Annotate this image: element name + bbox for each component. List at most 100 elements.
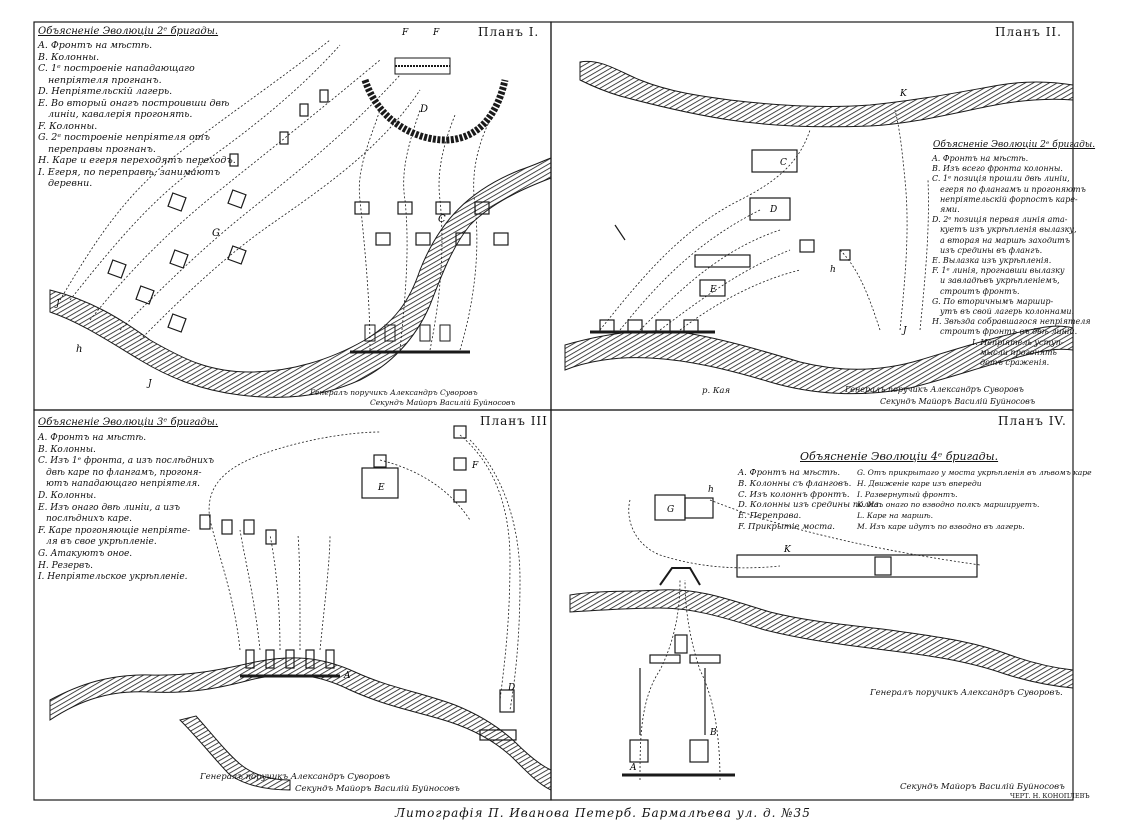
svg-text:K: K	[783, 545, 792, 555]
plan-2-river-bottom	[564, 325, 1074, 395]
legend-item: деревни.	[48, 178, 93, 189]
legend-item: F. Колонны.	[38, 120, 98, 132]
legend-item: A. Фронтъ на мѣстѣ.	[738, 468, 841, 478]
plan-2-letters: CD EK hJ	[709, 89, 908, 336]
legend-item: строитъ фронтъ въ двѣ линіи.	[940, 327, 1078, 337]
lithograph-imprint: Литографія П. Иванова Петерб. Бармалѣева…	[395, 806, 811, 820]
svg-text:G: G	[212, 228, 220, 239]
legend-item: строитъ фронтъ.	[940, 286, 1020, 296]
legend-item: мысли прогонять	[980, 347, 1057, 357]
legend-item: D. 2ᵉ позиція первая линія ата-	[932, 215, 1068, 225]
legend-item: H. Движеніе каре изъ впереди	[857, 478, 982, 488]
svg-text:D: D	[769, 205, 777, 215]
legend-item: G. По вторичнымъ маршир-	[932, 296, 1054, 306]
plan-1-title: Планъ I.	[478, 25, 540, 39]
svg-text:F: F	[401, 28, 409, 38]
legend-item: A. Фронтъ на мѣстѣ.	[38, 40, 153, 51]
legend-item: G. 2ᵉ построеніе непріятеля отъ	[38, 132, 211, 143]
plan-3-legend: A. Фронтъ на мѣстѣ. B. Колонны. C. Изъ 1…	[38, 433, 214, 584]
legend-item: K. Изъ онаго по взводно полкъ маршируетъ…	[857, 500, 1040, 510]
legend-item: B. Колонны.	[38, 444, 96, 455]
legend-item: I. Непріятель уступ-	[972, 337, 1064, 347]
plan-1-front-line: C G h J J	[54, 214, 470, 389]
plan-4-legend-title: Объясненіе Эволюціи 4ᵉ бригады.	[800, 450, 999, 463]
legend-item: F. 1ᵉ линія, прогнавши вылазку	[932, 266, 1065, 276]
plan-4-river	[569, 589, 1074, 689]
legend-item: I. Непріятельское укрѣпленіе.	[38, 572, 188, 583]
svg-text:A: A	[629, 763, 637, 773]
legend-item: M. Изъ каре идутъ по взводно въ лагерь.	[857, 521, 1025, 531]
plan-1-river	[49, 157, 552, 398]
legend-item: G. Отъ прикрытаго у моста укрѣпленія въ …	[857, 468, 1092, 477]
legend-item: H. Звѣзда собравшагося непріятеля	[932, 317, 1091, 327]
plan-4-legend-left: A. Фронтъ на мѣстѣ. B. Колонны съ фланго…	[738, 468, 882, 533]
svg-text:E: E	[377, 483, 385, 493]
plan-1-legend: A. Фронтъ на мѣстѣ. B. Колонны. C. 1ᵉ по…	[38, 40, 236, 190]
plan-4-letters: GK hA B	[629, 485, 792, 773]
plan-4-signature-general: Генералъ поручикъ Александръ Суворовъ.	[870, 688, 1063, 698]
svg-text:h: h	[76, 344, 82, 355]
plan-4-signature-major: Секундъ Майоръ Василій Буйносовъ	[900, 782, 1065, 792]
legend-item: дотъ сраженія.	[980, 358, 1050, 368]
legend-item: I. Развернутый фронтъ.	[857, 489, 958, 499]
legend-item: L. Каре на маршѣ.	[857, 511, 933, 521]
plan-4-frame	[550, 409, 1074, 801]
svg-text:K: K	[899, 89, 908, 99]
plan-4-units	[622, 494, 978, 777]
svg-text:B: B	[709, 728, 717, 738]
legend-item: H. Каре и егеря переходятъ переходъ.	[38, 155, 236, 166]
legend-item: а вторая на маршѣ заходитъ	[940, 235, 1070, 245]
legend-item: E. Переправа.	[738, 511, 802, 522]
legend-item: ля въ свое укрѣпленіе.	[46, 537, 157, 548]
legend-item: A. Фронтъ на мѣстѣ.	[932, 154, 1029, 163]
svg-text:F: F	[471, 461, 479, 471]
legend-item: и завладѣвъ укрѣпленіемъ,	[940, 276, 1060, 286]
legend-item: C. Изъ 1ᵉ фронта, а изъ послѣднихъ	[38, 456, 214, 467]
svg-text:C: C	[438, 214, 446, 225]
legend-item: B. Изъ всего фронта колонны.	[932, 164, 1063, 174]
plan-2-river-top	[579, 60, 1074, 128]
legend-item: F. Каре прогоняющіе непріяте-	[38, 525, 191, 536]
legend-item: G. Атакуютъ оное.	[38, 548, 133, 559]
plan-2-legend-title: Объясненіе Эволюціи 2ᵉ бригады.	[933, 140, 1096, 150]
plan-1-signature-major: Секундъ Майоръ Василій Буйносовъ	[370, 398, 516, 407]
svg-text:D: D	[507, 683, 515, 693]
plan-2-signature-major: Секундъ Майоръ Василій Буйносовъ	[880, 397, 1036, 406]
svg-text:A: A	[343, 671, 351, 681]
plan-1-signature-general: Генералъ поручикъ Александръ Суворовъ	[310, 388, 478, 397]
legend-item: C. 1ᵉ позиція прошли двѣ линіи,	[932, 174, 1070, 184]
svg-text:C: C	[780, 158, 787, 168]
plan-2-title: Планъ II.	[995, 25, 1062, 39]
legend-item: переправы прогнанъ.	[48, 143, 156, 155]
plan-3-units	[199, 425, 517, 741]
legend-item: A. Фронтъ на мѣстѣ.	[38, 433, 147, 443]
plan-3-routes	[208, 431, 521, 711]
legend-item: непріятеля прогнанъ.	[48, 74, 162, 86]
legend-item: непріятельскій форпостъ каре-	[940, 194, 1078, 204]
legend-item: линіи, кавалерія прогонять.	[48, 109, 193, 120]
legend-item: B. Колонны съ фланговъ.	[738, 478, 852, 489]
plan-4-title: Планъ IV.	[998, 414, 1067, 428]
legend-item: егеря по флангамъ и прогоняютъ	[940, 184, 1086, 194]
plan-2-routes	[599, 109, 929, 331]
legend-item: D. Непріятельскій лагерь.	[38, 86, 173, 97]
legend-item: C. Изъ колоннъ фронтъ.	[738, 489, 850, 500]
legend-item: E. Вылазка изъ укрѣпленія.	[932, 256, 1052, 266]
plan-1-fortification: D F F	[361, 28, 509, 144]
plan-2-legend: A. Фронтъ на мѣстѣ. B. Изъ всего фронта …	[932, 154, 1091, 368]
plan-4-legend-right: G. Отъ прикрытаго у моста укрѣпленія въ …	[857, 468, 1092, 533]
plan-1-routes	[59, 39, 491, 351]
plan-2-signature-general: Генералъ поручикъ Александръ Суворовъ	[845, 385, 1024, 394]
plan-4-routes	[628, 499, 981, 781]
plan-3-letters: E F A D	[343, 461, 515, 693]
plan-3-signature-major: Секундъ Майоръ Василій Буйносовъ	[295, 784, 460, 794]
legend-item: B. Колонны.	[38, 51, 100, 63]
svg-text:E: E	[709, 285, 717, 295]
plan-3-legend-title: Объясненіе Эволюціи 3ᵉ бригады.	[38, 417, 219, 428]
svg-text:h: h	[830, 265, 836, 275]
legend-item: ютъ нападающаго непріятеля.	[46, 479, 201, 490]
plan-3-title: Планъ III	[480, 414, 548, 428]
svg-text:G: G	[667, 505, 674, 515]
